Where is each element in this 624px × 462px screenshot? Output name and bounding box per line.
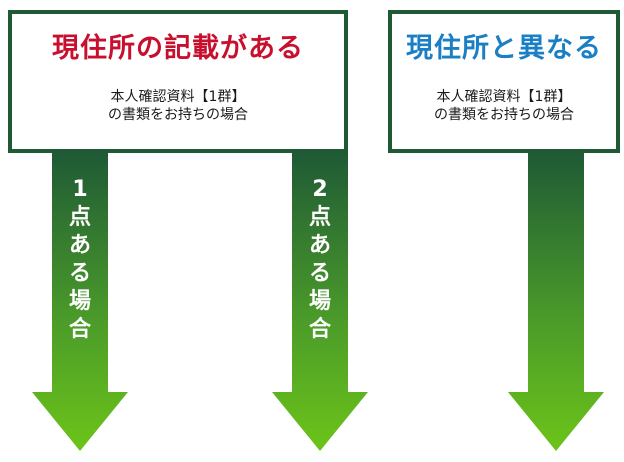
case-subtitle-line1: 本人確認資料【1群】: [436, 89, 572, 105]
case-subtitle-line1: 本人確認資料【1群】: [110, 89, 246, 105]
arrow-label-2: 2 点 あ る 場 合: [290, 176, 350, 344]
arrow-label-1: 1 点 あ る 場 合: [50, 176, 110, 344]
arrow-label-char: る: [68, 261, 91, 286]
case-subtitle-line2: の書類をお持ちの場合: [434, 107, 574, 123]
arrow-label-char: 場: [308, 289, 331, 314]
arrow-label-char: る: [308, 261, 331, 286]
case-title-address-listed: 現住所の記載がある: [52, 33, 304, 64]
arrow-label-char: 合: [68, 317, 91, 342]
arrow-label-char: あ: [68, 233, 91, 258]
case-subtitle-line2: の書類をお持ちの場合: [108, 107, 248, 123]
arrow-label-char: 合: [308, 317, 331, 342]
arrow-label-char: 点: [308, 205, 331, 230]
arrow-down-2: [272, 153, 368, 451]
arrow-down-1: [32, 153, 128, 451]
case-box-address-listed: 現住所の記載がある 本人確認資料【1群】 の書類をお持ちの場合: [8, 10, 348, 153]
case-title-address-different: 現住所と異なる: [406, 33, 602, 64]
arrow-label-char: 1: [72, 177, 88, 202]
arrow-label-char: あ: [308, 233, 331, 258]
case-box-address-different: 現住所と異なる 本人確認資料【1群】 の書類をお持ちの場合: [388, 10, 620, 153]
arrow-label-char: 点: [68, 205, 91, 230]
arrow-down-3: [508, 153, 604, 451]
arrow-label-char: 場: [68, 289, 91, 314]
arrow-label-char: 2: [312, 177, 328, 202]
